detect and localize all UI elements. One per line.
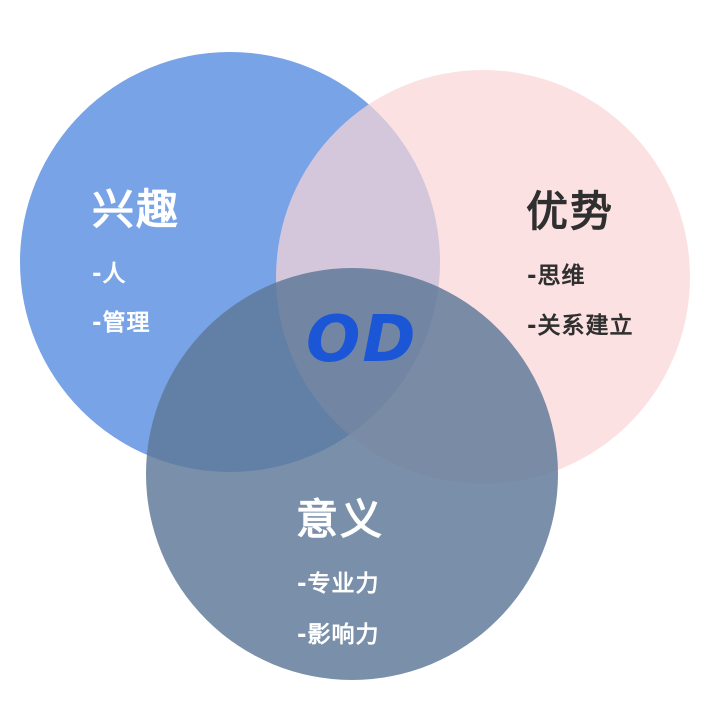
center-label: OD: [306, 303, 418, 377]
strength-title: 优势: [526, 187, 615, 236]
interest-title: 兴趣: [92, 185, 181, 234]
meaning-item: -专业力: [297, 571, 380, 597]
meaning-title: 意义: [296, 495, 385, 544]
strength-item: -关系建立: [527, 313, 634, 339]
strength-item: -思维: [527, 263, 586, 289]
meaning-item: -影响力: [297, 622, 380, 648]
interest-item: -人: [92, 261, 127, 287]
interest-item: -管理: [92, 310, 151, 336]
meaning-circle: [146, 268, 558, 680]
